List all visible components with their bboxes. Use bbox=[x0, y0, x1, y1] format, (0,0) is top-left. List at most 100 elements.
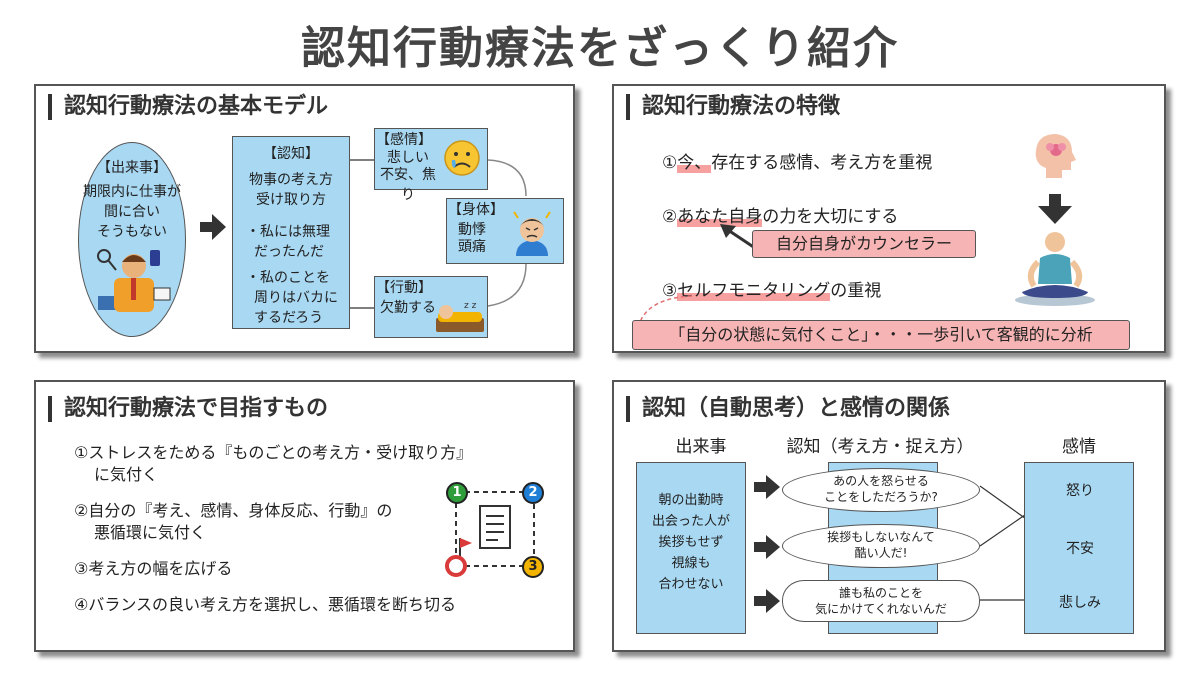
busy-worker-icon bbox=[97, 249, 171, 312]
improvement-cycle-icon bbox=[445, 491, 535, 577]
panel-cognition-emotion-title: 認知（自動思考）と感情の関係 bbox=[626, 396, 950, 422]
down-arrow-icon bbox=[1038, 194, 1072, 224]
feature-num: ① bbox=[662, 153, 678, 173]
emotion-anger: 怒り bbox=[1066, 483, 1094, 499]
event-line: そうもない bbox=[97, 224, 167, 240]
headache-face-icon bbox=[513, 211, 551, 256]
svg-text:z z: z z bbox=[464, 301, 477, 311]
goal-item: ②自分の『考え、感情、身体反応、行動』の bbox=[74, 501, 393, 520]
cognition-examples: ・私には無理 だったんだ ・私のことを 周りはバカに するだろう bbox=[246, 222, 350, 328]
cycle-connectors bbox=[350, 159, 527, 309]
goal-item: ①ストレスをためる『ものごとの考え方・受け取り方』 bbox=[74, 443, 473, 462]
thought-line: 気にかけてくれないんだ bbox=[815, 602, 947, 616]
goal-list: ①ストレスをためる『ものごとの考え方・受け取り方』 に気付く ②自分の『考え、感… bbox=[74, 442, 472, 616]
feature-item-3: ③セルフモニタリングの重視 bbox=[662, 276, 881, 301]
event-line: 期限内に仕事が bbox=[83, 184, 181, 200]
cognition-example: するだろう bbox=[254, 310, 324, 326]
cognition-example: ・私のことを bbox=[246, 270, 330, 286]
emotion-label: 【感情】 bbox=[376, 132, 432, 148]
feature-text: 存在する感情、考え方を重視 bbox=[711, 153, 933, 173]
cognition-example: ・私には無理 bbox=[246, 224, 330, 240]
cycle-step-1-icon: 1 bbox=[446, 482, 468, 504]
thought-arrow-head bbox=[766, 475, 780, 499]
cycle-step-2-icon: 2 bbox=[522, 482, 544, 504]
panel-features: 認知行動療法の特徴 ①今、存在する感情、考え方を重視 ②あなた自身の力を大切にす… bbox=[612, 84, 1166, 353]
panel-features-title: 認知行動療法の特徴 bbox=[626, 94, 840, 120]
thought-line: ことをしただろうか? bbox=[824, 490, 938, 504]
body-line: 動悸 bbox=[458, 222, 486, 238]
flow-arrow-head bbox=[212, 214, 226, 240]
callout-self-counselor: 自分自身がカウンセラー bbox=[752, 230, 976, 258]
emotion-lines: 悲しい 不安、焦り bbox=[374, 148, 442, 205]
thought-arrow bbox=[754, 596, 768, 606]
cycle-step-3-icon: 3 bbox=[522, 556, 544, 578]
feature-num: ③ bbox=[662, 281, 678, 301]
meditation-icon bbox=[1015, 232, 1095, 306]
cognition-label: 【認知】 bbox=[263, 146, 319, 162]
goal-item: ④バランスの良い考え方を選択し、悪循環を断ち切る bbox=[74, 595, 457, 614]
thought-arrow bbox=[754, 482, 768, 492]
feature-item-1: ①今、存在する感情、考え方を重視 bbox=[662, 148, 932, 173]
thought-line: 酷い人だ! bbox=[854, 546, 908, 560]
mind-head-icon bbox=[1035, 134, 1076, 178]
panel-cognition-emotion: 認知（自動思考）と感情の関係 出来事 認知（考え方・捉え方） 感情 朝の出勤時 … bbox=[612, 380, 1166, 652]
thought-text-3: 誰も私のことを 気にかけてくれないんだ bbox=[782, 585, 980, 617]
column-header-emotion: 感情 bbox=[1062, 437, 1096, 457]
body-lines: 動悸 頭痛 bbox=[458, 220, 486, 257]
cognition-text: 【認知】 物事の考え方 受け取り方 bbox=[232, 144, 350, 210]
cognition-example: 周りはバカに bbox=[254, 290, 338, 306]
feature-highlight: セルフモニタリング bbox=[677, 281, 831, 301]
event-column-text: 朝の出勤時 出会った人が 挨拶もせず 視線も 合わせない bbox=[636, 490, 746, 595]
thought-arrow bbox=[754, 542, 768, 552]
feature-num: ② bbox=[662, 207, 678, 227]
emotion-sadness: 悲しみ bbox=[1059, 595, 1101, 611]
page-title: 認知行動療法をざっくり紹介 bbox=[301, 23, 899, 74]
action-line: 欠勤する bbox=[380, 300, 436, 316]
panel-basic-model: 認知行動療法の基本モデル 【出来事】 期限内に仕事が 間に合い そうもない 【認… bbox=[34, 84, 575, 353]
thought-line: 挨拶もしないなんて bbox=[827, 530, 935, 544]
column-header-cognition: 認知（考え方・捉え方） bbox=[786, 437, 974, 457]
goal-item-cont: に気付く bbox=[94, 465, 159, 484]
callout-connector bbox=[639, 295, 693, 323]
thought-text-1: あの人を怒らせる ことをしただろうか? bbox=[782, 473, 980, 505]
feature-highlight: あなた自身 bbox=[677, 207, 763, 227]
event-line: 視線も bbox=[671, 556, 711, 571]
feature-item-2: ②あなた自身の力を大切にする bbox=[662, 202, 898, 227]
event-line: 合わせない bbox=[658, 577, 724, 592]
event-line: 挨拶もせず bbox=[658, 535, 724, 550]
event-column bbox=[636, 462, 746, 634]
panel-goals-title: 認知行動療法で目指すもの bbox=[48, 396, 328, 422]
cognition-line: 物事の考え方 bbox=[249, 172, 333, 188]
event-label: 【出来事】 bbox=[97, 160, 167, 176]
event-line: 間に合い bbox=[104, 204, 160, 220]
thought-bubble-1 bbox=[782, 468, 980, 512]
body-line: 頭痛 bbox=[458, 239, 486, 255]
emotion-line: 不安、焦り bbox=[380, 167, 436, 203]
cognition-line: 受け取り方 bbox=[256, 192, 326, 208]
sleeping-in-bed-icon: z z bbox=[436, 301, 484, 332]
thought-arrow-head bbox=[766, 589, 780, 613]
flow-arrow bbox=[200, 222, 214, 232]
thought-line: あの人を怒らせる bbox=[833, 474, 929, 488]
emotion-column bbox=[1024, 462, 1134, 634]
event-text: 【出来事】 期限内に仕事が 間に合い そうもない bbox=[78, 158, 186, 242]
thought-bubble-3 bbox=[782, 580, 980, 622]
panel-goals: 認知行動療法で目指すもの ①ストレスをためる『ものごとの考え方・受け取り方』 に… bbox=[34, 380, 575, 652]
feature-highlight: 今、 bbox=[677, 153, 712, 173]
body-label: 【身体】 bbox=[448, 202, 504, 218]
thought-arrow-head bbox=[766, 535, 780, 559]
goal-item: ③考え方の幅を広げる bbox=[74, 559, 233, 578]
panel-basic-model-title: 認知行動療法の基本モデル bbox=[48, 94, 328, 120]
column-header-event: 出来事 bbox=[675, 437, 727, 457]
feature-text: の重視 bbox=[830, 281, 882, 301]
goal-item-cont: 悪循環に気付く bbox=[94, 523, 207, 542]
event-line: 朝の出勤時 bbox=[658, 493, 724, 508]
cognition-box bbox=[232, 136, 350, 329]
thought-line: 誰も私のことを bbox=[838, 586, 923, 600]
event-line: 出会った人が bbox=[651, 514, 730, 529]
thought-text-2: 挨拶もしないなんて 酷い人だ! bbox=[782, 529, 980, 561]
action-label: 【行動】 bbox=[376, 280, 432, 296]
callout-self-monitoring: 「自分の状態に気付くこと」・・・一歩引いて客観的に分析 bbox=[632, 320, 1130, 350]
emotion-anxiety: 不安 bbox=[1066, 541, 1094, 557]
thought-bubble-2 bbox=[782, 524, 980, 568]
